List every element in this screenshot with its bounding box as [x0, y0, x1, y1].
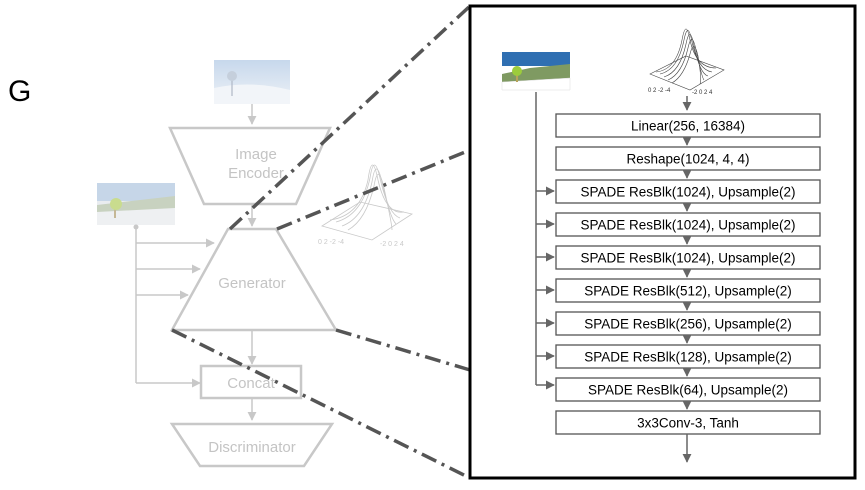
layer-label: SPADE ResBlk(1024), Upsample(2) — [580, 218, 795, 233]
layer-spade-256: SPADE ResBlk(256), Upsample(2) — [555, 311, 821, 336]
concat-label: Concat — [227, 375, 275, 392]
svg-text:-2 0 2 4: -2 0 2 4 — [692, 90, 713, 96]
layer-label: 3x3Conv-3, Tanh — [637, 416, 739, 431]
image-encoder-label-line1: Image — [235, 146, 277, 163]
layer-label: Linear(256, 16384) — [631, 119, 745, 134]
gaussian-noise-plot-small: 0 2 -2 -4 -2 0 2 4 — [318, 164, 414, 248]
layer-label: Reshape(1024, 4, 4) — [626, 152, 749, 167]
layer-spade-128: SPADE ResBlk(128), Upsample(2) — [555, 344, 821, 369]
gaussian-noise-plot: 0 2 -2 -4 -2 0 2 4 — [648, 28, 725, 96]
zoom-guide-lines — [171, 4, 472, 480]
layer-label: SPADE ResBlk(256), Upsample(2) — [584, 317, 792, 332]
layer-spade-1024-b: SPADE ResBlk(1024), Upsample(2) — [555, 212, 821, 237]
segmentation-map-thumbnail-color — [501, 52, 571, 91]
layer-spade-64: SPADE ResBlk(64), Upsample(2) — [555, 377, 821, 402]
layer-label: SPADE ResBlk(1024), Upsample(2) — [580, 251, 795, 266]
layer-spade-1024-a: SPADE ResBlk(1024), Upsample(2) — [555, 179, 821, 204]
concat-block: Concat — [199, 364, 303, 400]
segmap-branch-lines — [135, 227, 215, 388]
svg-text:0 2 -2 -4: 0 2 -2 -4 — [318, 239, 344, 246]
generator-label: Generator — [218, 275, 286, 292]
layer-linear: Linear(256, 16384) — [555, 113, 821, 138]
layer-reshape: Reshape(1024, 4, 4) — [555, 146, 821, 171]
image-encoder-label-line2: Encoder — [228, 165, 284, 182]
svg-text:-2 0 2 4: -2 0 2 4 — [380, 241, 404, 248]
layer-conv-tanh: 3x3Conv-3, Tanh — [555, 410, 821, 435]
discriminator-label: Discriminator — [208, 439, 296, 456]
layer-label: SPADE ResBlk(1024), Upsample(2) — [580, 185, 795, 200]
svg-text:0 2 -2 -4: 0 2 -2 -4 — [648, 88, 671, 94]
input-photo-thumbnail — [214, 60, 290, 104]
generator-block: Generator — [169, 227, 339, 332]
image-encoder-block: Image Encoder — [168, 126, 332, 206]
layer-label: SPADE ResBlk(512), Upsample(2) — [584, 284, 792, 299]
layer-label: SPADE ResBlk(128), Upsample(2) — [584, 350, 792, 365]
discriminator-block: Discriminator — [169, 422, 335, 468]
layer-spade-1024-c: SPADE ResBlk(1024), Upsample(2) — [555, 245, 821, 270]
generator-g-label: G — [8, 75, 31, 108]
layer-spade-512: SPADE ResBlk(512), Upsample(2) — [555, 278, 821, 303]
layer-label: SPADE ResBlk(64), Upsample(2) — [588, 383, 788, 398]
segmentation-map-thumbnail — [97, 183, 175, 225]
